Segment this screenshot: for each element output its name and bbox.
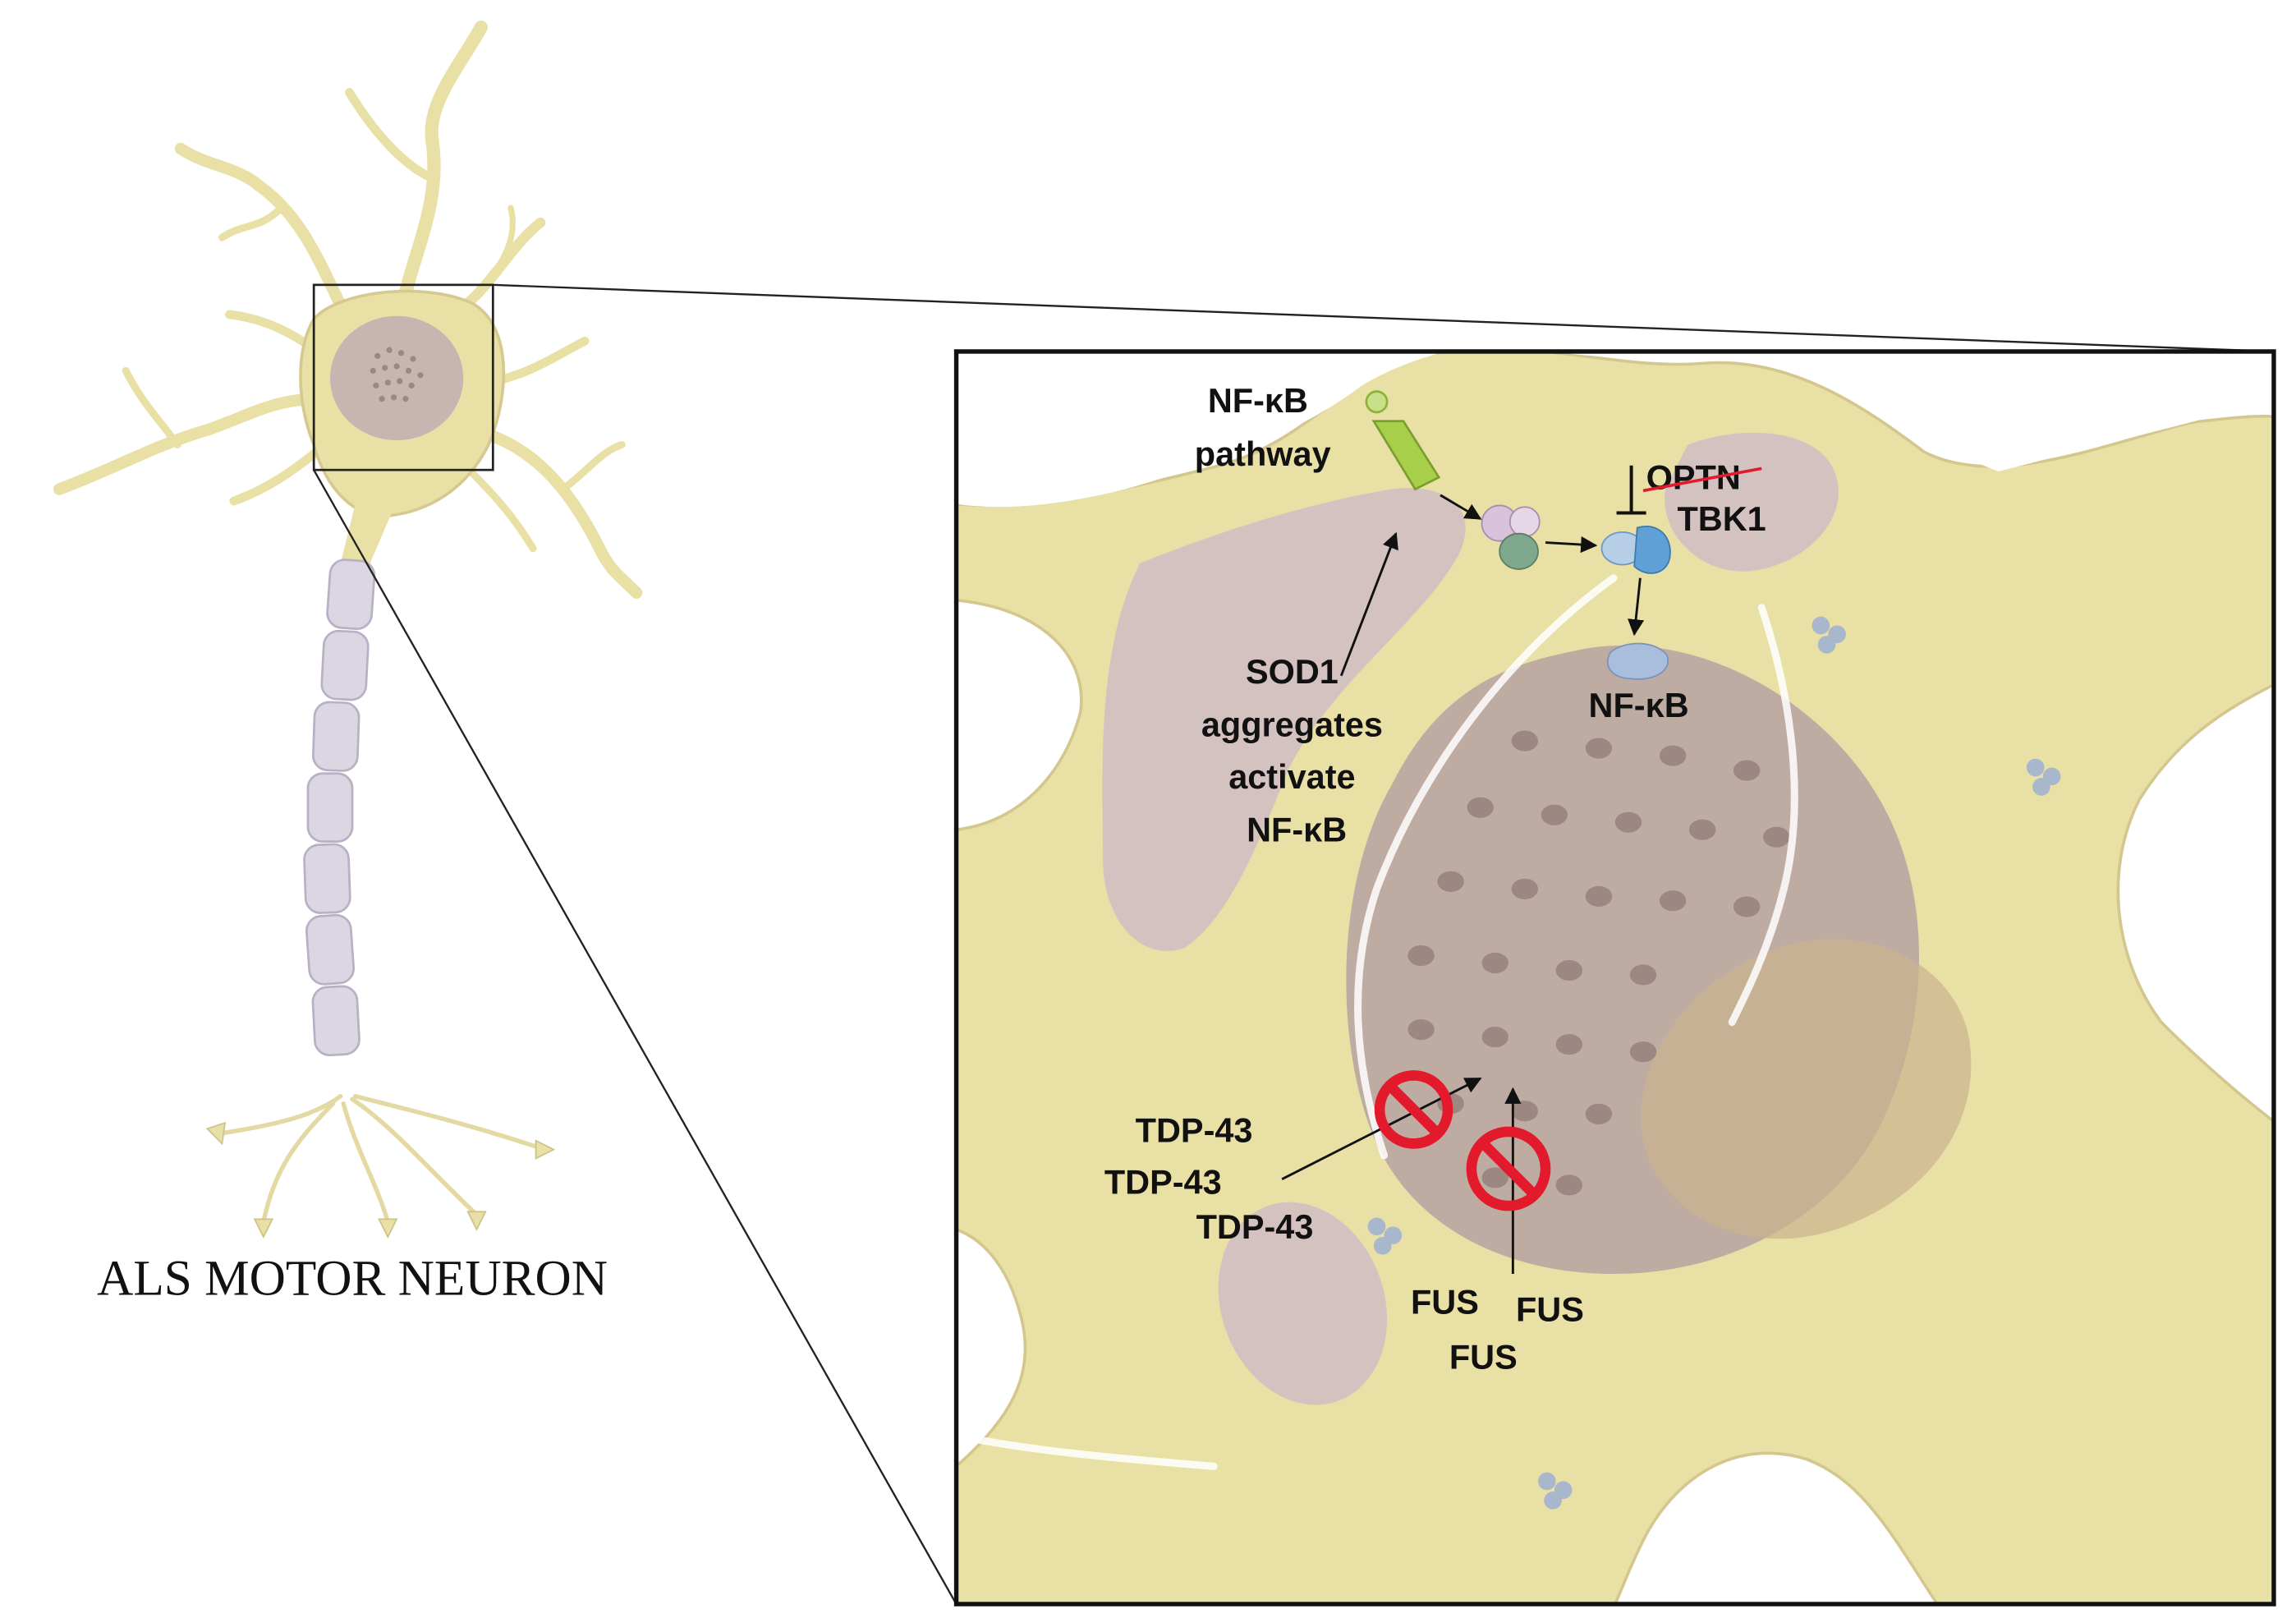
nucleolus-region: [1641, 939, 1972, 1239]
axon-terminals: [219, 1094, 543, 1225]
neuron-caption: ALS MOTOR NEURON: [97, 1250, 608, 1306]
optn-label: OPTN: [1646, 458, 1741, 497]
inset-border: [953, 349, 2276, 1607]
myelinated-axon: [303, 558, 376, 1057]
fus-label: FUS FUS FUS: [1411, 1283, 1593, 1377]
soma-nucleus-pores: [370, 347, 424, 402]
zoom-connector-lines: [313, 283, 2275, 1605]
nfkb-label: NF-κB: [1589, 686, 1689, 724]
prohibit-icon: [1466, 1126, 1551, 1211]
sod1-label: SOD1 aggregates activate NF-κB: [1201, 652, 1393, 849]
prohibit-icon: [1374, 1070, 1453, 1149]
nuclear-pores: [1407, 730, 1790, 1196]
tbk1-kinase-icon: [1600, 526, 1671, 574]
inset-panel: NF-κB pathway OPTN TBK1 NF-κB SOD1 aggre…: [953, 349, 2276, 1607]
axon-hillock: [340, 503, 393, 563]
ikk-complex-icon: [1481, 504, 1541, 570]
synaptic-boutons: [205, 1121, 556, 1239]
inhibition-symbol: [1616, 465, 1646, 515]
membrane-gap-bottom-left: [956, 1252, 1001, 1430]
membrane-gap-bottom: [1621, 1473, 1923, 1605]
zoom-box: [312, 283, 494, 471]
tdp43-label: TDP-43 TDP-43 TDP-43: [1104, 1111, 1314, 1246]
nfkb-pathway-label: NF-κB pathway: [1195, 381, 1331, 473]
optn-strikethrough: [1642, 467, 1762, 493]
membrane-gap-right: [2175, 714, 2274, 1055]
cytoplasmic-particles: [1367, 616, 2061, 1510]
soma-nucleus: [330, 315, 464, 441]
membrane-gap-left: [956, 622, 1045, 808]
motor-neuron-illustration: ALS MOTOR NEURON: [53, 21, 643, 1306]
tbk1-label: TBK1: [1677, 499, 1766, 538]
nfkb-protein-icon: [1606, 642, 1669, 680]
receptor-icon: [1365, 390, 1441, 491]
membrane-highlights: [958, 574, 1798, 1470]
endoplasmic-reticulum: [1102, 432, 1839, 1405]
membrane-gap-top: [956, 351, 2274, 508]
